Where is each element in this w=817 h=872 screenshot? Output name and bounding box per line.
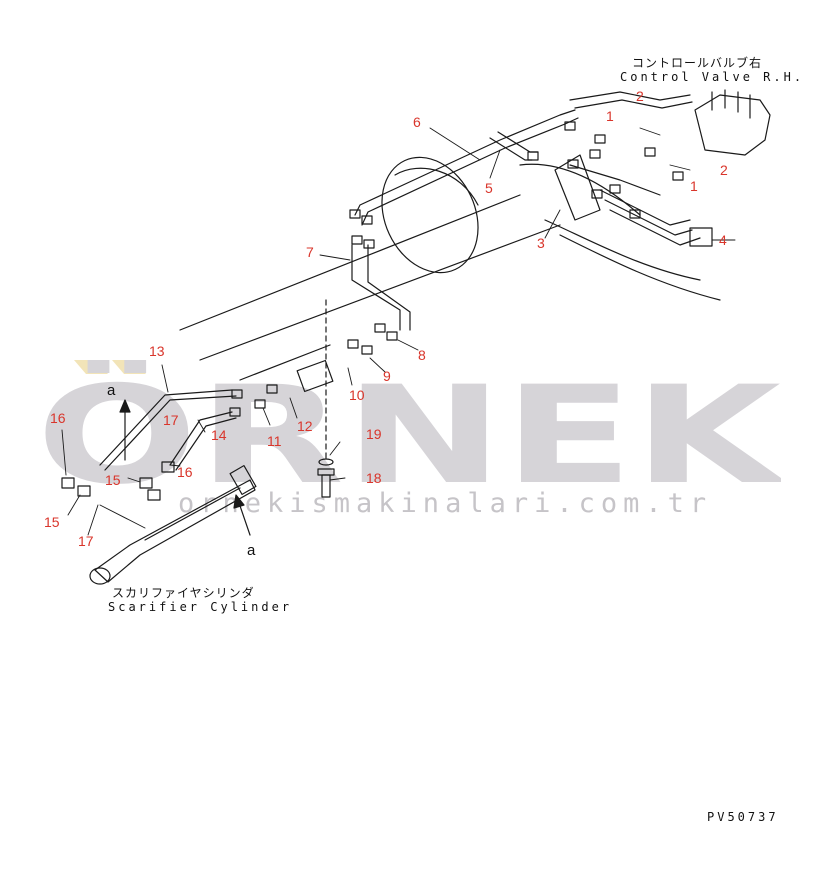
hoses <box>99 389 237 471</box>
bracket-box <box>296 154 601 393</box>
callout-2: 2 <box>636 88 644 104</box>
callout-15: 15 <box>105 472 121 488</box>
callout-16: 16 <box>177 464 193 480</box>
callout-1: 1 <box>606 108 614 124</box>
scarifier-cylinder <box>89 465 257 585</box>
leader-lines <box>61 127 736 536</box>
callout-17: 17 <box>78 533 94 549</box>
callout-16: 16 <box>50 410 66 426</box>
hydraulic-pipes <box>351 91 701 331</box>
fittings <box>229 121 684 417</box>
elbows <box>61 461 175 501</box>
callout-18: 18 <box>366 470 382 486</box>
control-valve-body <box>689 89 771 247</box>
callout-12: 12 <box>297 418 313 434</box>
watermark-dots <box>74 360 146 374</box>
watermark-site: ornekismakinalari.com.tr <box>178 488 713 519</box>
callout-14: 14 <box>211 427 227 443</box>
watermark-brand-text: ÖRNEK <box>36 360 781 485</box>
view-marker-a-top: a <box>107 382 116 399</box>
view-arrows <box>119 399 251 536</box>
callout-4: 4 <box>719 232 727 248</box>
scarifier-label-jp: スカリファイヤシリンダ <box>112 586 255 600</box>
drawing-code: PV50737 <box>707 810 779 824</box>
callout-3: 3 <box>537 235 545 251</box>
callout-5: 5 <box>485 180 493 196</box>
view-marker-a-bottom: a <box>247 542 256 559</box>
watermark-logo: ÖRNEK <box>36 360 781 485</box>
callout-11: 11 <box>267 433 282 449</box>
callout-2: 2 <box>720 162 728 178</box>
callout-17: 17 <box>163 412 179 428</box>
boom-frame <box>179 156 721 381</box>
callout-9: 9 <box>383 368 391 384</box>
scarifier-label-en: Scarifier Cylinder <box>108 600 293 614</box>
control-valve-label-jp: コントロールバルブ右 <box>632 56 763 70</box>
callout-1: 1 <box>690 178 698 194</box>
callout-13: 13 <box>149 343 165 359</box>
control-valve-label-en: Control Valve R.H. <box>620 70 805 84</box>
callout-10: 10 <box>349 387 365 403</box>
callout-15: 15 <box>44 514 60 530</box>
bolt <box>317 458 335 498</box>
callout-8: 8 <box>418 347 426 363</box>
callout-19: 19 <box>366 426 382 442</box>
callout-7: 7 <box>306 244 314 260</box>
callout-6: 6 <box>413 114 421 130</box>
